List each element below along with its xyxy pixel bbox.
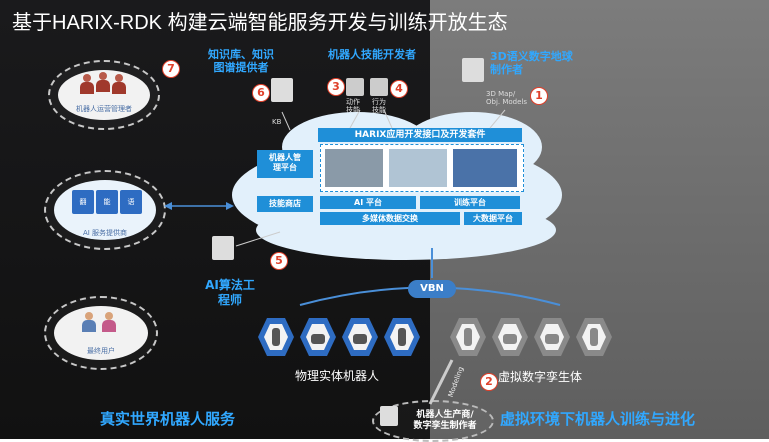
virtual-robot — [450, 318, 486, 356]
people-icon — [96, 72, 110, 92]
bigdata-platform: 大数据平台 — [464, 212, 522, 225]
marker-7: 7 — [162, 60, 180, 78]
action-skill-label: 动作 技能 — [346, 98, 360, 114]
behavior-skill-label: 行为 技能 — [372, 98, 386, 114]
skill-store: 技能商店 — [257, 196, 313, 212]
physical-robot — [384, 318, 420, 356]
physical-robots-label: 物理实体机器人 — [294, 369, 379, 383]
virtual-robot — [492, 318, 528, 356]
ops-manager-oval: 机器人运营管理者 — [48, 60, 160, 130]
marker-3: 3 — [327, 78, 345, 96]
virtual-robot — [576, 318, 612, 356]
marker-5: 5 — [270, 252, 288, 270]
end-users-label: 最终用户 — [87, 347, 115, 355]
people-icon — [80, 74, 94, 94]
screen-image — [453, 149, 517, 187]
marker-6: 6 — [252, 84, 270, 102]
kb-label: KB — [272, 118, 282, 126]
card-icon: 能 — [96, 190, 118, 214]
map-models-label: 3D Map/ Obj. Models — [486, 90, 528, 106]
physical-robot — [258, 318, 294, 356]
marker-2: 2 — [480, 373, 498, 391]
skill-developer-label: 机器人技能开发者 — [328, 48, 416, 61]
physical-robot — [342, 318, 378, 356]
marker-1: 1 — [530, 87, 548, 105]
vbn-node: VBN — [408, 280, 456, 298]
harix-api-bar: HARIX应用开发接口及开发套件 — [318, 128, 522, 142]
user-icon — [102, 312, 116, 332]
engineer-icon — [271, 78, 293, 102]
footer-virtual-env: 虚拟环境下机器人训练与进化 — [500, 410, 696, 428]
title-suffix: 构建云端智能服务开发与训练开放生态 — [162, 12, 508, 34]
engineer-icon — [212, 236, 234, 260]
map-maker-label: 3D语义数字地球 制作者 — [490, 50, 573, 76]
training-platform: 训练平台 — [420, 196, 520, 209]
screen-image — [325, 149, 383, 187]
physical-robot — [300, 318, 336, 356]
action-skill-icon — [346, 78, 364, 96]
ai-engineer-label: AI算法工 程师 — [205, 278, 255, 307]
digital-twin-label: 虚拟数字孪生体 — [498, 370, 583, 384]
cloud-screens-panel — [320, 144, 524, 192]
double-arrow-icon — [164, 202, 234, 210]
marker-4: 4 — [390, 80, 408, 98]
end-users-oval: 最终用户 — [44, 296, 158, 370]
ops-manager-label: 机器人运营管理者 — [76, 105, 132, 113]
robot-mgmt-platform: 机器人管 理平台 — [257, 150, 313, 178]
card-icon: 语 — [120, 190, 142, 214]
people-icon — [112, 74, 126, 94]
page-title: 基于HARIX-RDK 构建云端智能服务开发与训练开放生态 — [12, 6, 508, 35]
footer-real-world: 真实世界机器人服务 — [100, 410, 236, 428]
behavior-skill-icon — [370, 78, 388, 96]
ai-service-label: AI 服务提供商 — [82, 229, 128, 237]
engineer-icon — [380, 406, 398, 426]
card-icon: 翻 — [72, 190, 94, 214]
knowledge-provider-label: 知识库、知识 图谱提供者 — [208, 48, 274, 74]
user-icon — [82, 312, 96, 332]
engineer-icon — [462, 58, 484, 82]
ai-service-oval: 翻 能 语 AI 服务提供商 — [44, 170, 166, 250]
media-exchange: 多媒体数据交换 — [320, 212, 460, 225]
ai-platform: AI 平台 — [320, 196, 416, 209]
virtual-robot — [534, 318, 570, 356]
title-highlight: HARIX-RDK — [52, 12, 163, 34]
title-prefix: 基于 — [12, 12, 52, 34]
screen-image — [389, 149, 447, 187]
